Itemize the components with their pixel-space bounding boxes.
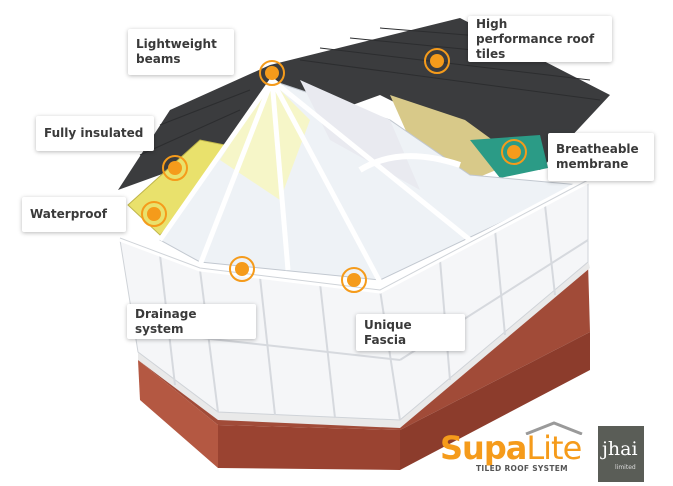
- logo-tagline: TILED ROOF SYSTEM: [476, 464, 568, 473]
- label-high-performance-roof-tiles: High performance roof tiles: [468, 16, 612, 62]
- label-unique-fascia: Unique Fascia: [356, 314, 465, 351]
- brick-base: [138, 262, 590, 430]
- label-breatheable-membrane: Breatheable membrane: [548, 133, 654, 181]
- insulation-right: [390, 95, 520, 185]
- hotspot-breatheable-membrane[interactable]: [501, 139, 527, 165]
- hotspot-lightweight-beams[interactable]: [259, 60, 285, 86]
- label-waterproof: Waterproof: [22, 197, 126, 232]
- label-fully-insulated: Fully insulated: [36, 116, 154, 151]
- hotspot-drainage-system[interactable]: [229, 256, 255, 282]
- roof-logo-icon: [525, 421, 583, 435]
- label-lightweight-beams: Lightweight beams: [128, 29, 234, 75]
- label-drainage-system: Drainage system: [127, 304, 256, 339]
- hotspot-unique-fascia[interactable]: [341, 267, 367, 293]
- hotspot-waterproof[interactable]: [141, 201, 167, 227]
- hotspot-fully-insulated[interactable]: [162, 155, 188, 181]
- supalite-logo: SupaLite: [440, 429, 582, 467]
- hotspot-roof-tiles[interactable]: [424, 48, 450, 74]
- jhai-logo: jhai limited: [598, 426, 644, 482]
